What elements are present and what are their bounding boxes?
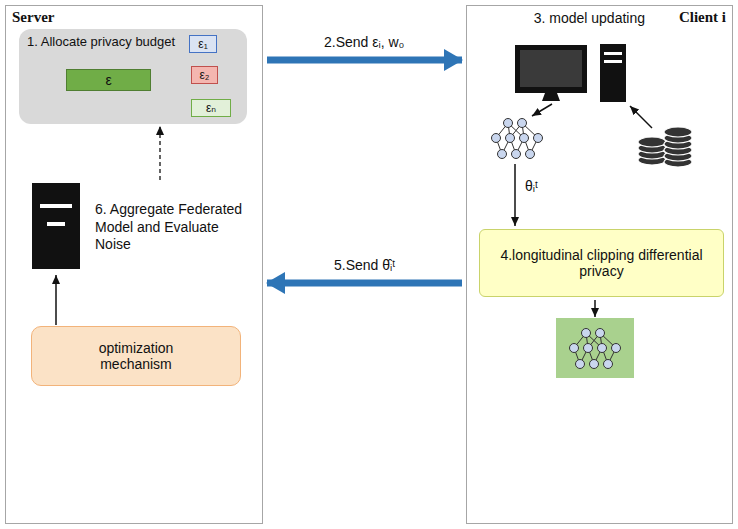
budget-share: ε₂ (191, 66, 218, 84)
model-update-step: 3. model updating (499, 9, 649, 109)
node-text: 4.longitudinal clipping differential pri… (494, 247, 709, 279)
optimization-box: optimization mechanism (31, 326, 241, 386)
budget-box: ε (66, 69, 151, 91)
clipping-box: 4.longitudinal clipping differential pri… (479, 229, 724, 297)
edge-label: 5.Send θ̂ᵢᵗ (332, 257, 397, 273)
budget-share: ε₁ (189, 35, 217, 53)
node-text: εₙ (206, 101, 216, 115)
server-panel: Server1. Allocate privacy budgetεε₁ε₂εₙ6… (5, 5, 263, 524)
node-text: ε₂ (199, 68, 209, 82)
node-text: optimization mechanism (72, 340, 200, 372)
node-text: Server (12, 9, 256, 26)
protected-model (556, 318, 634, 378)
network-icon (492, 119, 543, 159)
client-panel: Client i3. model updating4.longitudinal … (466, 5, 733, 524)
transfer-arrow (267, 57, 462, 64)
flow-arrow (55, 275, 57, 325)
budget-panel: 1. Allocate privacy budgetεε₁ε₂εₙ (19, 29, 247, 124)
transfer-arrow (267, 280, 462, 287)
node-text: ε₁ (198, 37, 207, 51)
coins-icon (638, 127, 692, 167)
node-text: ε (105, 72, 111, 88)
parameter-label: θᵢᵗ (523, 178, 540, 194)
edge-label: 2.Send εᵢ, w₀ (322, 34, 406, 50)
server-icon (32, 183, 80, 269)
aggregation-step: 6. Aggregate Federated Model and Evaluat… (29, 181, 254, 273)
computer-icon (515, 44, 626, 102)
flow-arrow (159, 126, 160, 180)
node-text: 3. model updating (503, 10, 645, 26)
budget-share: εₙ (191, 99, 231, 117)
node-text: 6. Aggregate Federated Model and Evaluat… (95, 201, 250, 254)
